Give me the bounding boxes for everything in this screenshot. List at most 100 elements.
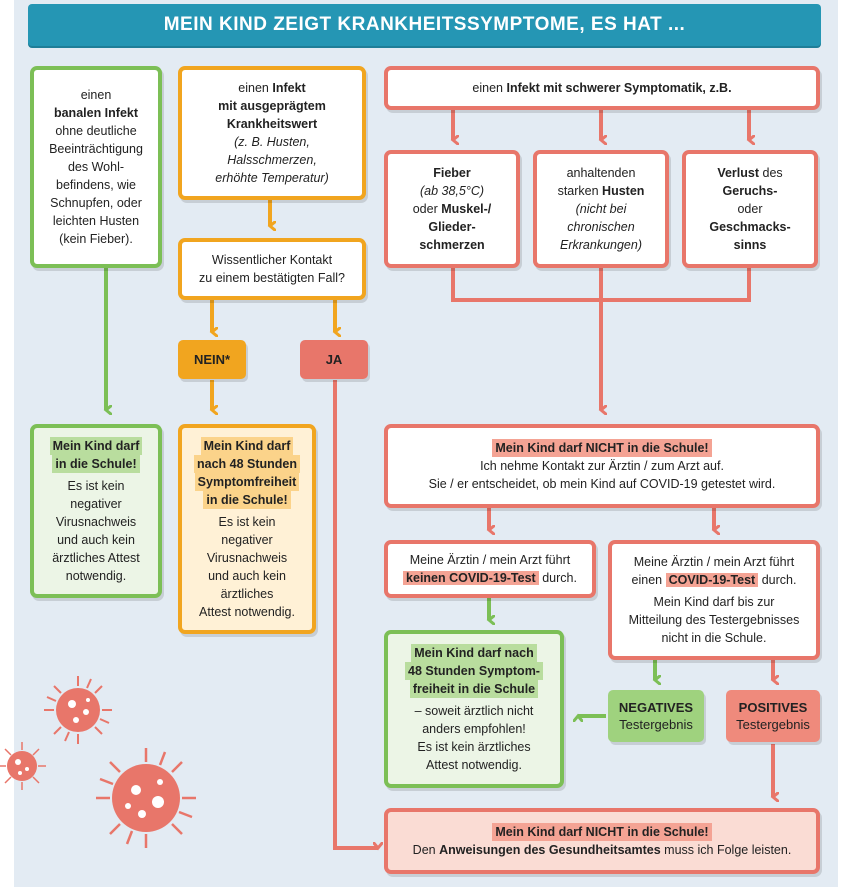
- virus-icon: [44, 676, 112, 744]
- school-allowed-box: Mein Kind darf in die Schule! Es ist kei…: [30, 424, 162, 598]
- text: (nicht bei: [575, 202, 627, 216]
- text: einen Infekt: [238, 81, 306, 95]
- not-school-contact-box: Mein Kind darf NICHT in die Schule! Ich …: [384, 424, 820, 508]
- text: Schnupfen, oder: [50, 196, 142, 210]
- text: notwendig.: [65, 569, 127, 583]
- text: ohne deutliche: [55, 124, 137, 138]
- text: zu einem bestätigten Fall?: [199, 271, 345, 285]
- text: keinen COVID-19-Test durch.: [403, 569, 577, 587]
- text: ärztliches: [220, 587, 274, 601]
- infect-marked-box: einen Infekt mit ausgeprägtem Krankheits…: [178, 66, 366, 200]
- text: Mein Kind darf NICHT in die Schule!: [492, 439, 712, 457]
- ja-badge: JA: [300, 340, 368, 379]
- text: Sie / er entscheidet, ob mein Kind auf C…: [428, 477, 776, 491]
- text: (ab 38,5°C): [419, 184, 485, 198]
- text: Krankheitswert: [226, 117, 318, 131]
- text: banalen Infekt: [53, 106, 139, 120]
- text: nicht in die Schule.: [661, 631, 767, 645]
- contact-question-box: Wissentlicher Kontakt zu einem bestätigt…: [178, 238, 366, 300]
- text: Mein Kind darf bis zur: [653, 595, 775, 609]
- text: anhaltenden: [566, 166, 636, 180]
- text: (kein Fieber).: [59, 232, 133, 246]
- text: freiheit in die Schule: [409, 680, 539, 698]
- arrow-ja-final: [333, 380, 378, 848]
- text: Virusnachweis: [55, 515, 137, 529]
- text: Es ist kein: [218, 515, 276, 529]
- text: Attest notwendig.: [426, 758, 522, 772]
- text: Glieder-: [428, 220, 476, 234]
- text: negativer: [70, 497, 122, 511]
- banal-infect-box: einen banalen Infekt ohne deutliche Beei…: [30, 66, 162, 268]
- text: und auch kein: [57, 533, 135, 547]
- text: chronischen: [567, 220, 635, 234]
- text: NEGATIVES: [618, 700, 694, 715]
- text: – soweit ärztlich nicht: [414, 704, 534, 718]
- page-title: MEIN KIND ZEIGT KRANKHEITSSYMPTOME, ES H…: [28, 4, 821, 46]
- arrow-contact-split: [210, 300, 337, 330]
- text: Geschmacks-: [709, 220, 791, 234]
- text: Den Anweisungen des Gesundheitsamtes mus…: [412, 843, 792, 857]
- text: befindens, wie: [56, 178, 136, 192]
- text: Meine Ärztin / mein Arzt führt: [409, 553, 571, 567]
- text: Meine Ärztin / mein Arzt führt: [633, 555, 795, 569]
- text: anders empfohlen!: [422, 722, 526, 736]
- no-test-box: Meine Ärztin / mein Arzt führt keinen CO…: [384, 540, 596, 598]
- text: schmerzen: [419, 238, 485, 252]
- text: starken Husten: [557, 184, 645, 198]
- text: Ich nehme Kontakt zur Ärztin / zum Arzt …: [480, 459, 724, 473]
- text: leichten Husten: [52, 214, 140, 228]
- virus-icon: [0, 742, 46, 790]
- text: Es ist kein ärztliches: [417, 740, 531, 754]
- text: Mein Kind darf nach: [411, 644, 537, 662]
- text: Mein Kind darf: [200, 437, 294, 455]
- text: Beeinträchtigung: [49, 142, 143, 156]
- virus-icon: [96, 748, 196, 848]
- text: mit ausgeprägtem: [218, 99, 326, 113]
- severe-infect-box: einen Infekt mit schwerer Symptomatik, z…: [384, 66, 820, 110]
- text: Es ist kein: [67, 479, 125, 493]
- text: Mein Kind darf: [49, 437, 143, 455]
- text: Testergebnis: [619, 717, 693, 732]
- text: einen: [80, 88, 112, 102]
- text: Virusnachweis: [206, 551, 288, 565]
- text: nach 48 Stunden: [193, 455, 301, 473]
- text: des Wohl-: [67, 160, 125, 174]
- text: einen: [472, 81, 504, 95]
- text: (z. B. Husten,: [234, 135, 310, 149]
- text: ärztliches Attest: [52, 551, 140, 565]
- positive-result-badge: POSITIVES Testergebnis: [726, 690, 820, 742]
- text: Verlust des: [717, 166, 783, 180]
- smell-loss-box: Verlust des Geruchs- oder Geschmacks- si…: [682, 150, 818, 268]
- text: Fieber: [433, 166, 471, 180]
- text: POSITIVES: [738, 700, 808, 715]
- school-after-48h-no-test-box: Mein Kind darf nach 48 Stunden Symptom- …: [384, 630, 564, 788]
- text: negativer: [221, 533, 273, 547]
- text: Attest notwendig.: [199, 605, 295, 619]
- school-after-48h-box: Mein Kind darf nach 48 Stunden Symptomfr…: [178, 424, 316, 634]
- text: in die Schule!: [203, 491, 291, 509]
- fever-box: Fieber (ab 38,5°C) oder Muskel-/ Glieder…: [384, 150, 520, 268]
- text: Erkrankungen): [560, 238, 642, 252]
- negative-result-badge: NEGATIVES Testergebnis: [608, 690, 704, 742]
- text: Wissentlicher Kontakt: [211, 253, 333, 267]
- text: erhöhte Temperatur): [215, 171, 329, 185]
- text: und auch kein: [208, 569, 286, 583]
- text: Mitteilung des Testergebnisses: [628, 613, 800, 627]
- text: einen COVID-19-Test durch.: [631, 573, 797, 587]
- test-box: Meine Ärztin / mein Arzt führt einen COV…: [608, 540, 820, 660]
- text: 48 Stunden Symptom-: [405, 662, 543, 680]
- cough-box: anhaltenden starken Husten (nicht bei ch…: [533, 150, 669, 268]
- text: oder: [737, 202, 763, 216]
- text: Testergebnis: [736, 717, 810, 732]
- final-not-school-box: Mein Kind darf NICHT in die Schule! Den …: [384, 808, 820, 874]
- text: oder Muskel-/: [412, 202, 492, 216]
- text: Infekt mit schwerer Symptomatik, z.B.: [506, 81, 732, 95]
- text: Mein Kind darf NICHT in die Schule!: [492, 823, 712, 841]
- text: in die Schule!: [52, 455, 140, 473]
- text: sinns: [733, 238, 767, 252]
- text: Symptomfreiheit: [194, 473, 300, 491]
- text: Halsschmerzen,: [227, 153, 317, 167]
- text: Geruchs-: [722, 184, 778, 198]
- nein-badge: NEIN*: [178, 340, 246, 379]
